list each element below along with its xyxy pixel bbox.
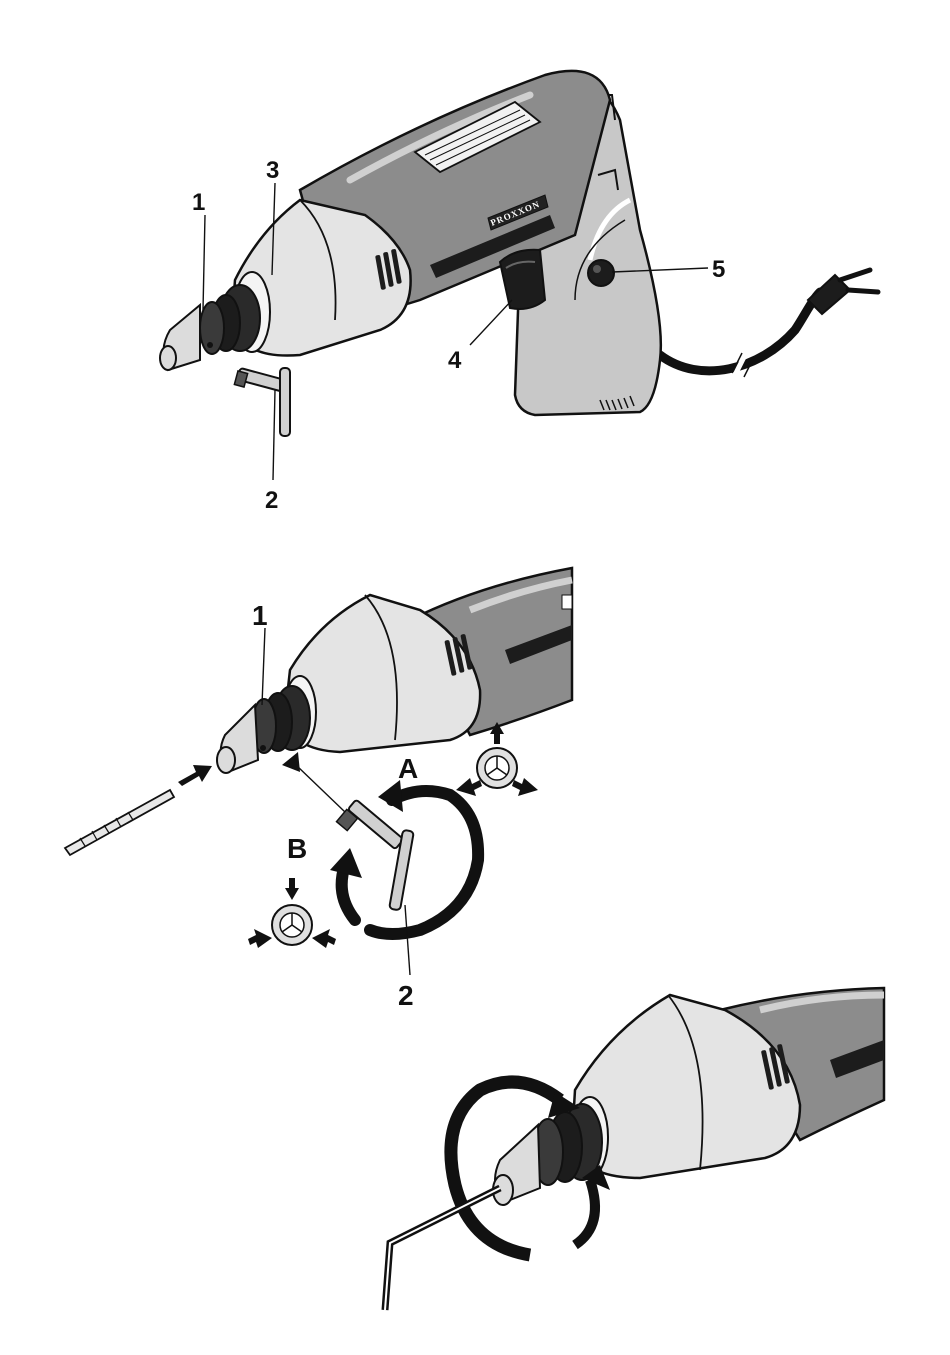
drill-chuck bbox=[160, 285, 260, 370]
chuck-diagram-closed bbox=[248, 878, 336, 948]
trigger-switch bbox=[500, 250, 545, 309]
rotation-arrow-b bbox=[330, 848, 362, 920]
insert-arrow bbox=[178, 765, 212, 786]
drill-chuck-3 bbox=[493, 1104, 602, 1205]
callout-5: 5 bbox=[712, 256, 725, 283]
label-a: A bbox=[398, 753, 418, 784]
chuck-key bbox=[234, 368, 290, 436]
figure-1-drill-overview: PROXXON bbox=[160, 71, 878, 514]
lock-button bbox=[588, 260, 614, 286]
figure-2-inserting-bit: 1 2 A B bbox=[65, 568, 572, 1011]
callout-4: 4 bbox=[448, 347, 462, 374]
drill-bit bbox=[65, 790, 174, 855]
callout-2-fig2: 2 bbox=[398, 980, 414, 1011]
callout-2: 2 bbox=[265, 487, 278, 514]
power-cord bbox=[660, 292, 820, 377]
callout-1: 1 bbox=[192, 189, 205, 216]
power-plug bbox=[808, 270, 878, 314]
key-engage-arrow bbox=[282, 752, 300, 772]
figure-3-hex-key bbox=[385, 988, 884, 1310]
label-b: B bbox=[287, 833, 307, 864]
callout-3: 3 bbox=[266, 157, 279, 184]
hex-key bbox=[385, 1188, 500, 1310]
callout-1-fig2: 1 bbox=[252, 600, 268, 631]
rotation-arrow-a bbox=[370, 780, 478, 934]
